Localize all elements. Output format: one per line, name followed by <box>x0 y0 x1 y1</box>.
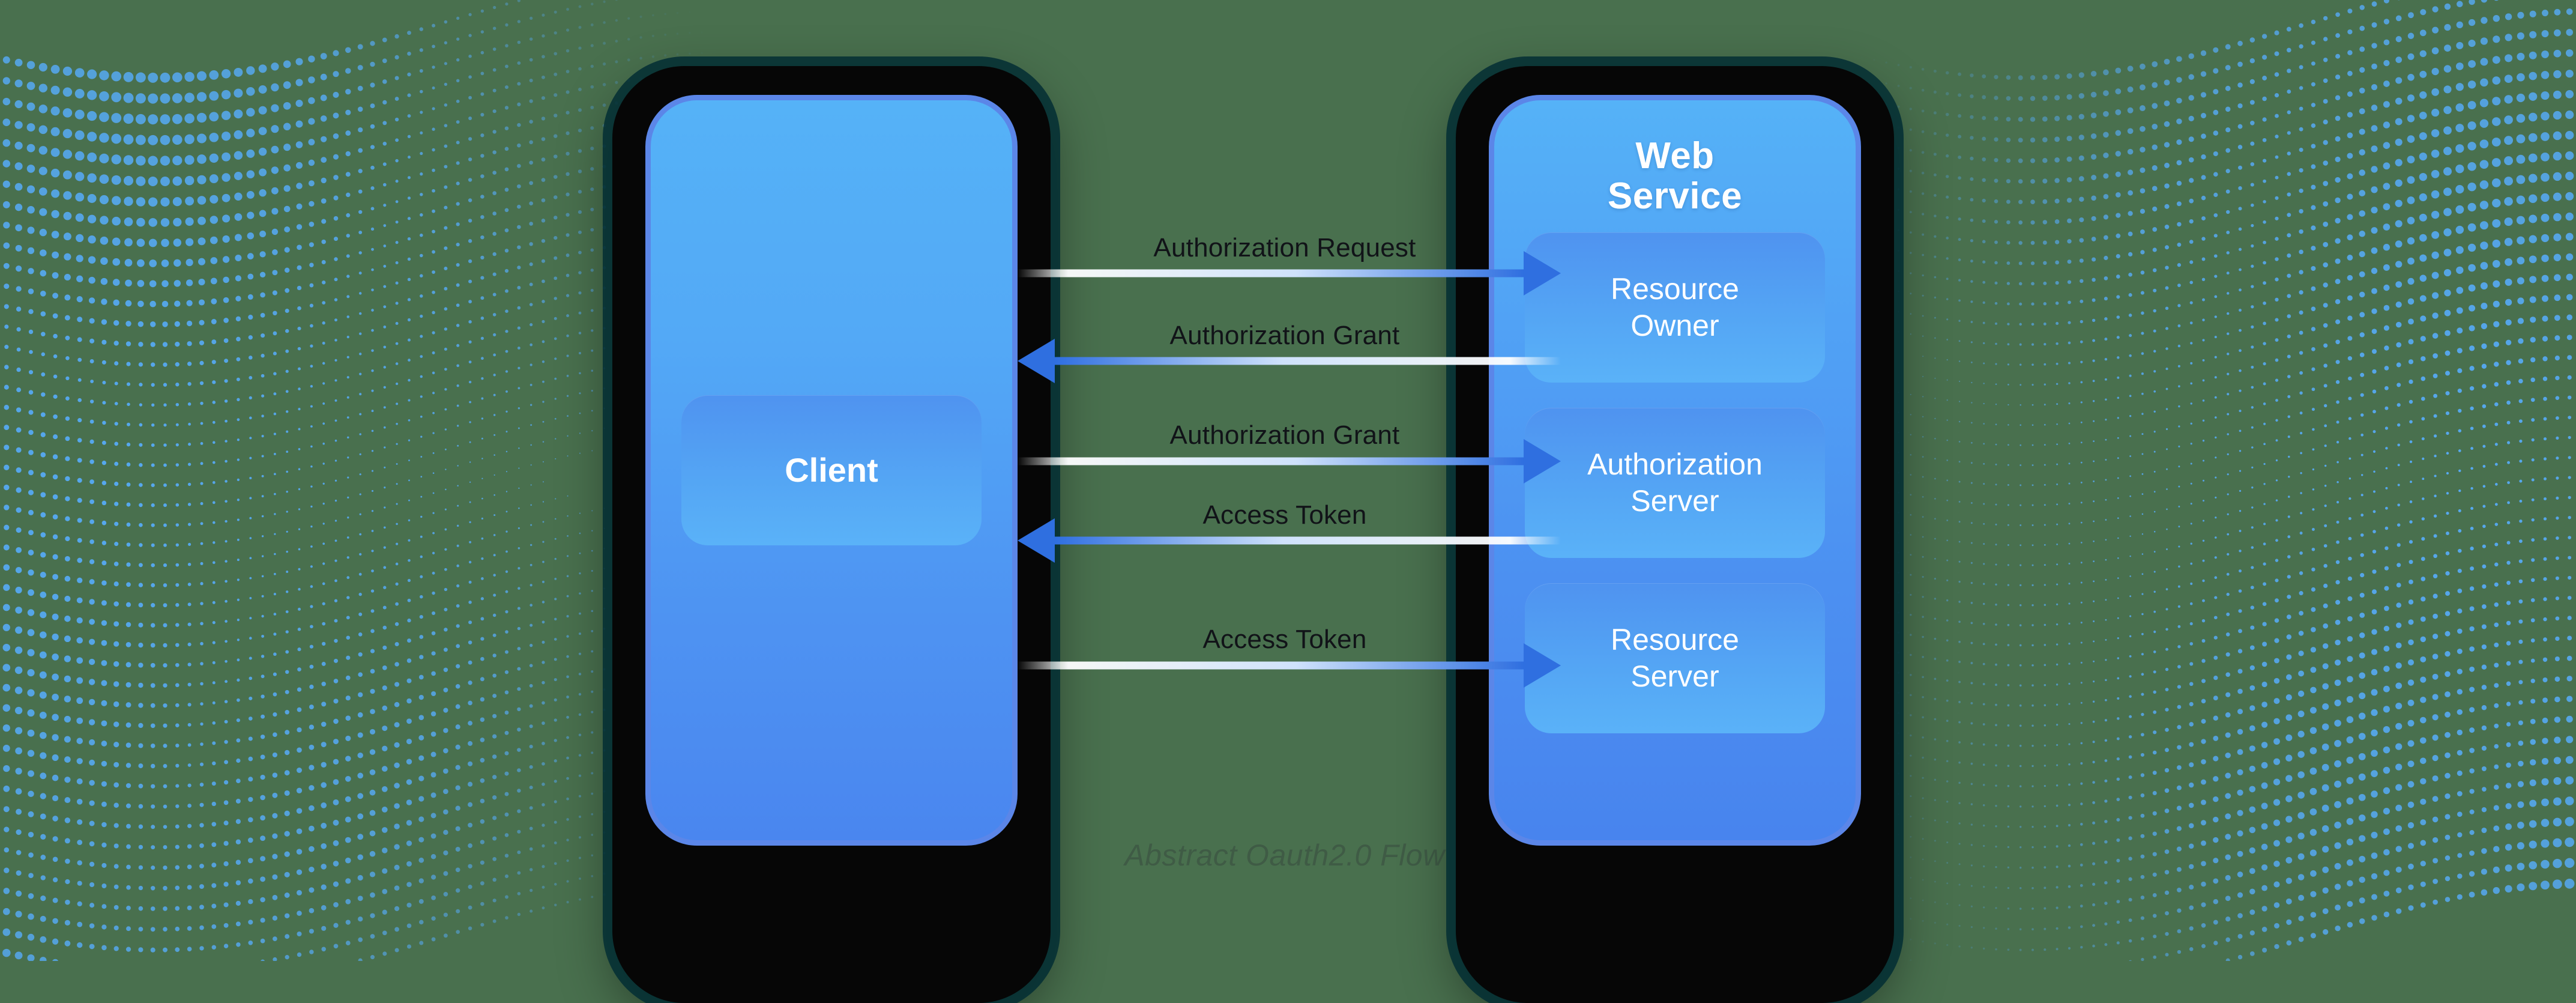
client-screen: Client <box>645 95 1018 846</box>
web-service-title-line2: Service <box>1608 175 1742 217</box>
flow-label: Access Token <box>1202 625 1366 655</box>
flow-label: Access Token <box>1202 500 1366 530</box>
resource-server-card[interactable]: Resource Server <box>1525 583 1825 733</box>
watermark-title: Abstract Oauth2.0 Flow <box>1124 838 1444 873</box>
authorization-server-card[interactable]: Authorization Server <box>1525 408 1825 558</box>
resource-server-label: Resource Server <box>1611 622 1739 695</box>
dotted-wave-right <box>1844 0 2576 961</box>
flow-arrow-shaft <box>1018 458 1524 465</box>
flow-arrow-shaft <box>1018 270 1524 277</box>
flow-label: Authorization Grant <box>1170 420 1400 450</box>
web-service-screen: Web Service Resource Owner Authorization… <box>1489 95 1861 846</box>
flow-arrow-layer <box>0 0 2576 961</box>
diagram-canvas: Client Web Service Resource Owner Author… <box>0 0 2576 961</box>
client-card-label: Client <box>785 450 878 491</box>
flow-label: Authorization Request <box>1153 233 1416 263</box>
web-service-title-line1: Web <box>1635 135 1714 177</box>
flow-label: Authorization Grant <box>1170 321 1400 351</box>
authorization-server-label: Authorization Server <box>1587 446 1763 520</box>
flow-arrow-shaft <box>1018 662 1524 670</box>
web-service-phone: Web Service Resource Owner Authorization… <box>1456 66 1894 1003</box>
resource-owner-label: Resource Owner <box>1611 271 1739 344</box>
web-service-title: Web Service <box>1608 136 1742 217</box>
client-card[interactable]: Client <box>681 395 982 545</box>
resource-owner-card[interactable]: Resource Owner <box>1525 232 1825 383</box>
client-phone: Client <box>612 66 1051 1003</box>
